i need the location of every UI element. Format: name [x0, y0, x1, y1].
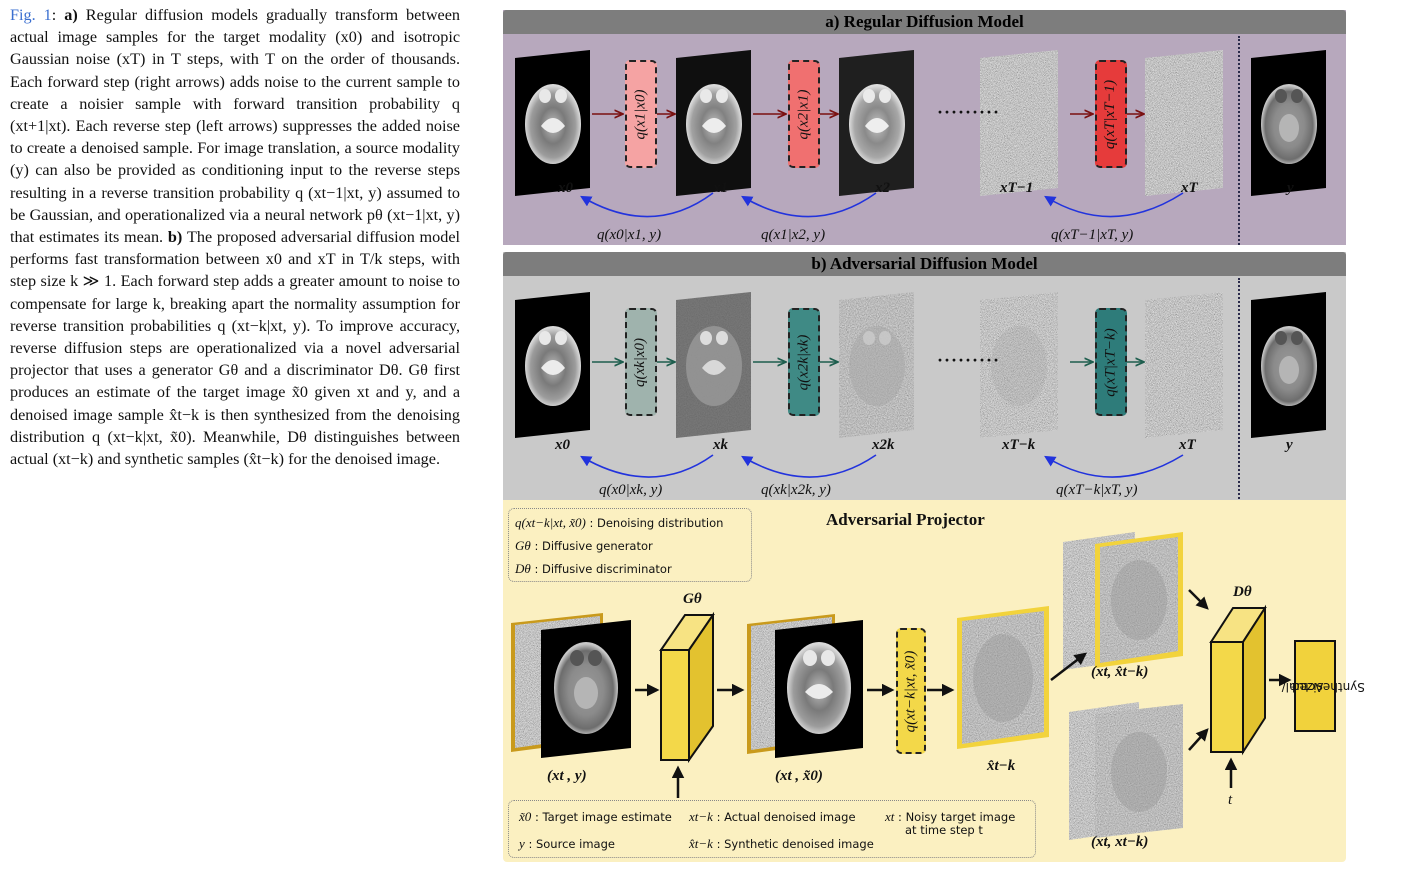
- label-b-xT: xT: [1179, 437, 1196, 453]
- divider-b: [1238, 278, 1240, 502]
- figure-reference: Fig. 1: [10, 6, 52, 24]
- label-x2: x2: [875, 180, 890, 196]
- image-x1: [676, 50, 751, 196]
- image-b-x2k: [839, 292, 914, 438]
- ellipsis-a: ·········: [937, 102, 1001, 122]
- figure: a) Regular Diffusion Model: [503, 10, 1364, 862]
- image-b-x0: [515, 292, 590, 438]
- divider-a: [1238, 36, 1240, 245]
- fake-pair-label: (xt, x̂t−k): [1091, 664, 1149, 680]
- reverse-label-a1: q(x0|x1, y): [597, 227, 662, 243]
- caption-part-b: The proposed adversarial diffusion model…: [10, 228, 461, 469]
- reverse-label-b2: q(xk|x2k, y): [761, 482, 831, 498]
- label-y: y: [1287, 180, 1294, 196]
- label-xT-1: xT−1: [1000, 180, 1034, 196]
- part-a-marker: a): [64, 6, 78, 24]
- image-fake-pair-synth: [1095, 532, 1183, 668]
- synth-label: x̂t−k: [987, 758, 1016, 774]
- generator-label: Gθ: [683, 591, 702, 607]
- real-pair-label: (xt, xt−k): [1091, 834, 1149, 850]
- forward-box-b2: q(x2k|xk): [788, 308, 820, 416]
- reverse-label-b3: q(xT−k|xT, y): [1056, 482, 1138, 498]
- output-actual-synthesized: Actual/Synthesized: [1281, 640, 1364, 732]
- forward-box-a2: q(x2|x1): [788, 60, 820, 168]
- denoising-box: q(xt−k|xt, x̃0): [896, 628, 926, 754]
- generator-output-label: (xt , x̃0): [775, 768, 823, 784]
- panel-adversarial-diffusion: b) Adversarial Diffusion Model: [503, 252, 1346, 502]
- input-pair-label: (xt , y): [547, 768, 587, 784]
- image-b-xk: [676, 292, 751, 438]
- reverse-arrow-a3: [1044, 192, 1184, 218]
- panel-adversarial-projector: q(xt−k|xt, x̃0) : Denoising distribution…: [503, 500, 1364, 862]
- image-synth-denoised: [957, 606, 1049, 749]
- reverse-label-b1: q(x0|xk, y): [599, 482, 663, 498]
- image-b-xT: [1145, 292, 1223, 438]
- reverse-label-a3: q(xT−1|xT, y): [1051, 227, 1134, 243]
- discriminator-block: [1209, 604, 1267, 756]
- panel-regular-diffusion: a) Regular Diffusion Model: [503, 10, 1346, 245]
- legend-top: q(xt−k|xt, x̃0) : Denoising distribution…: [508, 508, 752, 582]
- panel-a-title: a) Regular Diffusion Model: [503, 10, 1346, 34]
- label-xT: xT: [1181, 180, 1198, 196]
- caption-part-a: Regular diffusion models gradually trans…: [10, 6, 460, 247]
- image-y-source: [1251, 50, 1326, 196]
- discriminator-label: Dθ: [1233, 584, 1252, 600]
- image-x2: [839, 50, 914, 196]
- image-xT-minus-1: [980, 50, 1058, 196]
- image-input-y: [541, 620, 631, 758]
- image-xT: [1145, 50, 1223, 196]
- forward-box-b1: q(xk|x0): [625, 308, 657, 416]
- generator-block: [659, 611, 715, 764]
- reverse-arrow-a2: [741, 192, 877, 218]
- forward-box-b3: q(xT|xT−k): [1095, 308, 1127, 416]
- panel-b-title: b) Adversarial Diffusion Model: [503, 252, 1346, 276]
- label-b-xk: xk: [713, 437, 728, 453]
- reverse-label-a2: q(x1|x2, y): [761, 227, 826, 243]
- image-b-y: [1251, 292, 1326, 438]
- part-b-marker: b): [167, 228, 183, 247]
- label-b-y: y: [1286, 437, 1293, 453]
- legend-bottom: x̃0 : Target image estimate xt−k : Actua…: [508, 800, 1036, 858]
- label-x1: x1: [713, 180, 728, 196]
- image-b-xT-k: [980, 292, 1058, 438]
- label-x0: x0: [558, 180, 573, 196]
- forward-box-a3: q(xT|xT−1): [1095, 60, 1127, 168]
- projector-title: Adversarial Projector: [826, 510, 985, 529]
- label-b-xT-k: xT−k: [1002, 437, 1036, 453]
- ellipsis-b: ·········: [937, 350, 1001, 370]
- reverse-arrow-a1: [580, 192, 714, 218]
- label-b-x2k: x2k: [872, 437, 895, 453]
- forward-box-a1: q(x1|x0): [625, 60, 657, 168]
- label-b-x0: x0: [555, 437, 570, 453]
- image-real-pair-actual: [1095, 704, 1183, 838]
- t-label-discriminator: t: [1228, 792, 1233, 808]
- image-x0: [515, 50, 590, 196]
- figure-caption: Fig. 1: a) Regular diffusion models grad…: [10, 6, 461, 469]
- image-gen-estimate: [775, 620, 863, 758]
